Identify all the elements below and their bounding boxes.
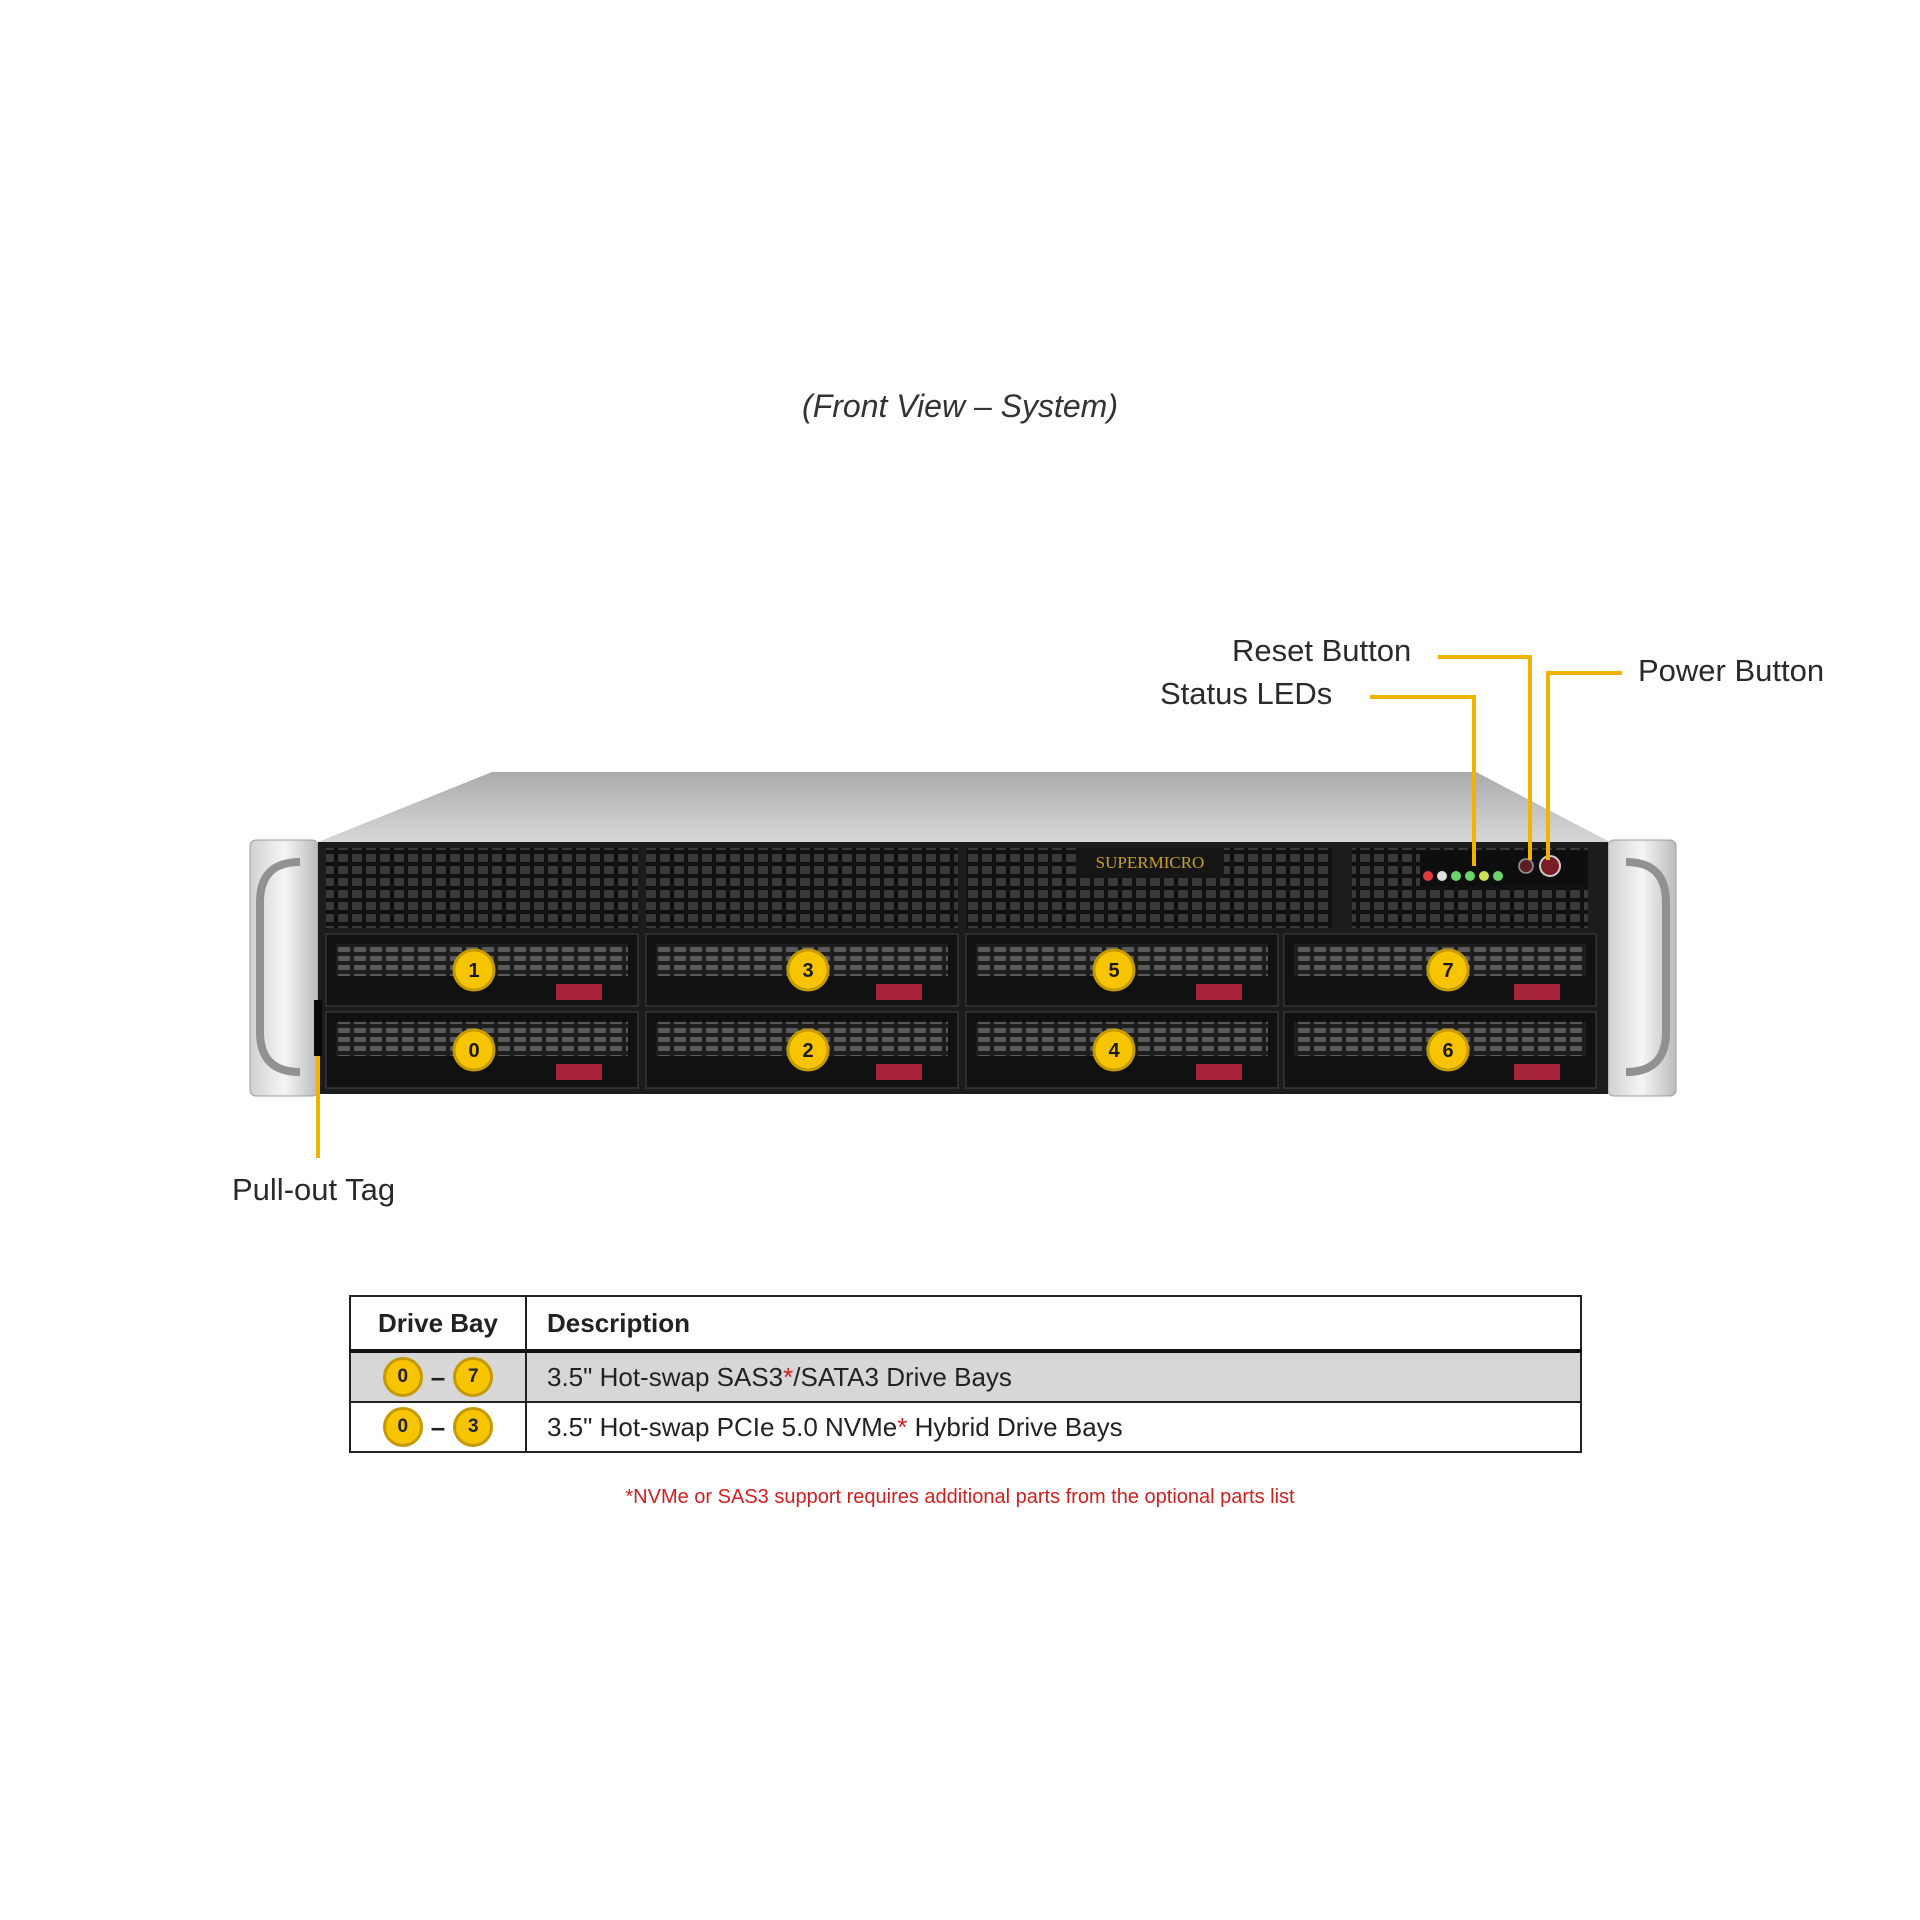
left-handle <box>256 858 301 1076</box>
bay-badge: 0 <box>382 1407 423 1447</box>
status-callout-line <box>1370 695 1476 866</box>
power-callout-line <box>1546 671 1622 860</box>
description-header: Description <box>526 1296 1581 1353</box>
control-panel <box>1420 850 1588 886</box>
bay-range-cell: 0–7 <box>350 1351 527 1403</box>
svg-text:7: 7 <box>1442 960 1453 982</box>
asterisk: * <box>897 1411 908 1442</box>
footnote: *NVMe or SAS3 support requires additiona… <box>625 1486 1295 1508</box>
range-dash: – <box>430 1411 446 1442</box>
status-led <box>1451 871 1461 881</box>
svg-text:4: 4 <box>1108 1040 1120 1062</box>
bay-badge: 3 <box>453 1407 494 1447</box>
figure-caption: (Front View – System) <box>802 388 1118 424</box>
drive-tray <box>645 933 959 1007</box>
status-led <box>1479 871 1489 881</box>
drive-bay-header: Drive Bay <box>350 1296 527 1353</box>
svg-text:1: 1 <box>468 960 479 982</box>
supermicro-logo: SUPERMICRO <box>1096 853 1205 872</box>
status-leds-label: Status LEDs <box>1160 676 1333 711</box>
range-dash: – <box>430 1361 446 1392</box>
logo-plate <box>1076 848 1224 878</box>
reset-callout-line <box>1438 655 1532 860</box>
status-led <box>1465 871 1475 881</box>
svg-text:6: 6 <box>1442 1040 1453 1062</box>
bay-badge: 7 <box>453 1357 494 1397</box>
bay-badge: 6 <box>1426 1028 1470 1072</box>
right-handle <box>1625 858 1670 1076</box>
vent-panel-1 <box>326 848 638 928</box>
description-cell: 3.5" Hot-swap PCIe 5.0 NVMe* Hybrid Driv… <box>547 1411 1123 1442</box>
bay-badge: 2 <box>786 1028 830 1072</box>
drive-tray <box>1283 1011 1597 1089</box>
reset-button <box>1518 858 1534 874</box>
status-led <box>1493 871 1503 881</box>
chassis-top <box>318 772 1610 842</box>
bay-badge: 7 <box>1426 948 1470 992</box>
drive-bay-table: Drive Bay Description 0–7 3.5" Hot-swap … <box>349 1295 1582 1453</box>
description-cell: 3.5" Hot-swap SAS3*/SATA3 Drive Bays <box>526 1351 1581 1403</box>
bay-badge: 0 <box>452 1028 496 1072</box>
asterisk: * <box>783 1361 794 1392</box>
vent-panel-2 <box>646 848 958 928</box>
table-row: 0–3 3.5" Hot-swap PCIe 5.0 NVMe* Hybrid … <box>350 1402 1581 1452</box>
reset-button-label: Reset Button <box>1232 633 1412 668</box>
pull-out-tag-label: Pull-out Tag <box>232 1172 396 1207</box>
status-led <box>1423 871 1433 881</box>
table-header-row: Drive Bay Description <box>350 1296 1581 1353</box>
bay-badge: 1 <box>452 948 496 992</box>
bay-badge: 5 <box>1092 948 1136 992</box>
bay-badge: 0 <box>382 1357 423 1397</box>
bay-badge: 3 <box>786 948 830 992</box>
table-row: 0–7 3.5" Hot-swap SAS3*/SATA3 Drive Bays <box>350 1351 1581 1403</box>
pull-out-tag <box>314 1000 322 1056</box>
svg-text:5: 5 <box>1108 960 1119 982</box>
bay-range-cell: 0–3 <box>350 1402 527 1452</box>
svg-text:2: 2 <box>802 1040 813 1062</box>
status-led <box>1437 871 1447 881</box>
svg-text:3: 3 <box>802 960 813 982</box>
power-button-label: Power Button <box>1638 653 1825 688</box>
bay-badge: 4 <box>1092 1028 1136 1072</box>
svg-text:0: 0 <box>468 1040 479 1062</box>
